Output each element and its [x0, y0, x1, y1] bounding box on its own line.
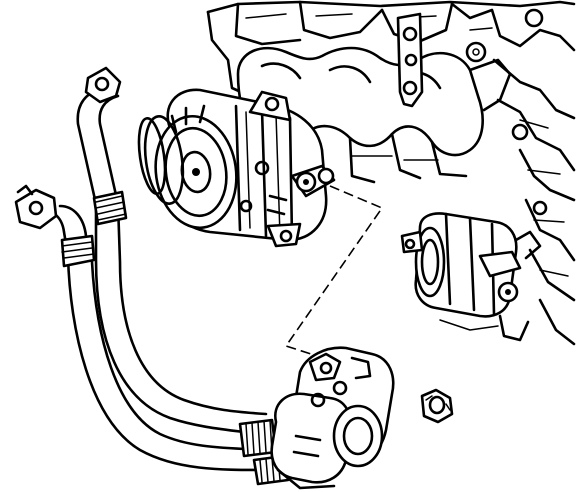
ac-hose-discharge	[76, 86, 268, 436]
hose-fitting-lower	[14, 184, 96, 268]
ac-hose-suction	[32, 204, 268, 472]
starter-motor	[400, 212, 542, 342]
leader-line	[284, 185, 384, 361]
ac-compressor	[137, 88, 336, 248]
lifting-bracket	[396, 12, 424, 108]
hose-fitting-upper	[84, 66, 128, 226]
mounting-nut	[420, 388, 454, 424]
hose-manifold-block	[270, 346, 395, 490]
